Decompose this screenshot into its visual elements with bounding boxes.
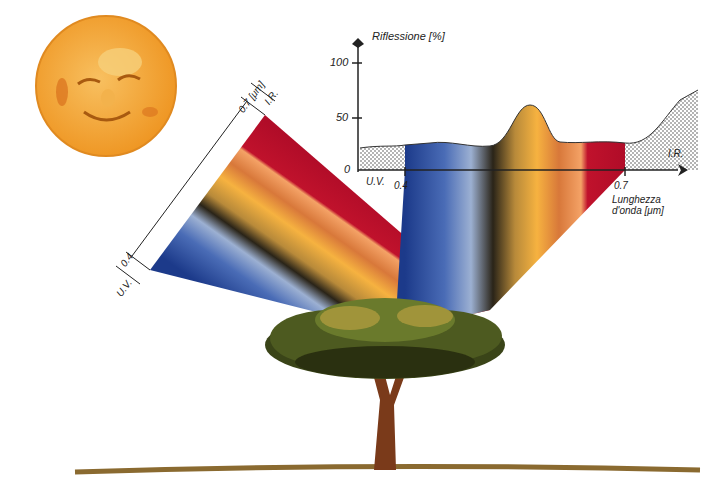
sun xyxy=(36,16,176,156)
region-label: I.R. xyxy=(262,88,280,107)
ir-region xyxy=(625,90,698,170)
reflectance-curve xyxy=(360,90,698,148)
reflected-light-band xyxy=(395,105,625,332)
region-label: I.R. xyxy=(668,148,684,159)
chart-axes xyxy=(352,38,688,176)
region-label: U.V. xyxy=(366,176,385,187)
band-scale xyxy=(116,83,275,284)
tick-label: 0 xyxy=(344,163,350,175)
wavelength-label: 0.7 xyxy=(614,180,628,191)
axis-title: Riflessione [%] xyxy=(372,30,445,42)
uv-region xyxy=(360,145,405,170)
tick-label: 50 xyxy=(336,111,348,123)
wavelength-label: 0.7 [μm] xyxy=(236,79,266,114)
tree xyxy=(75,298,700,472)
region-label: U.V. xyxy=(114,277,134,299)
tick-label: 100 xyxy=(330,56,348,68)
wavelength-label: 0.4 xyxy=(394,180,408,191)
axis-title: Lunghezza d'onda [μm] xyxy=(612,194,692,216)
wavelength-label: 0.4 xyxy=(118,251,135,269)
